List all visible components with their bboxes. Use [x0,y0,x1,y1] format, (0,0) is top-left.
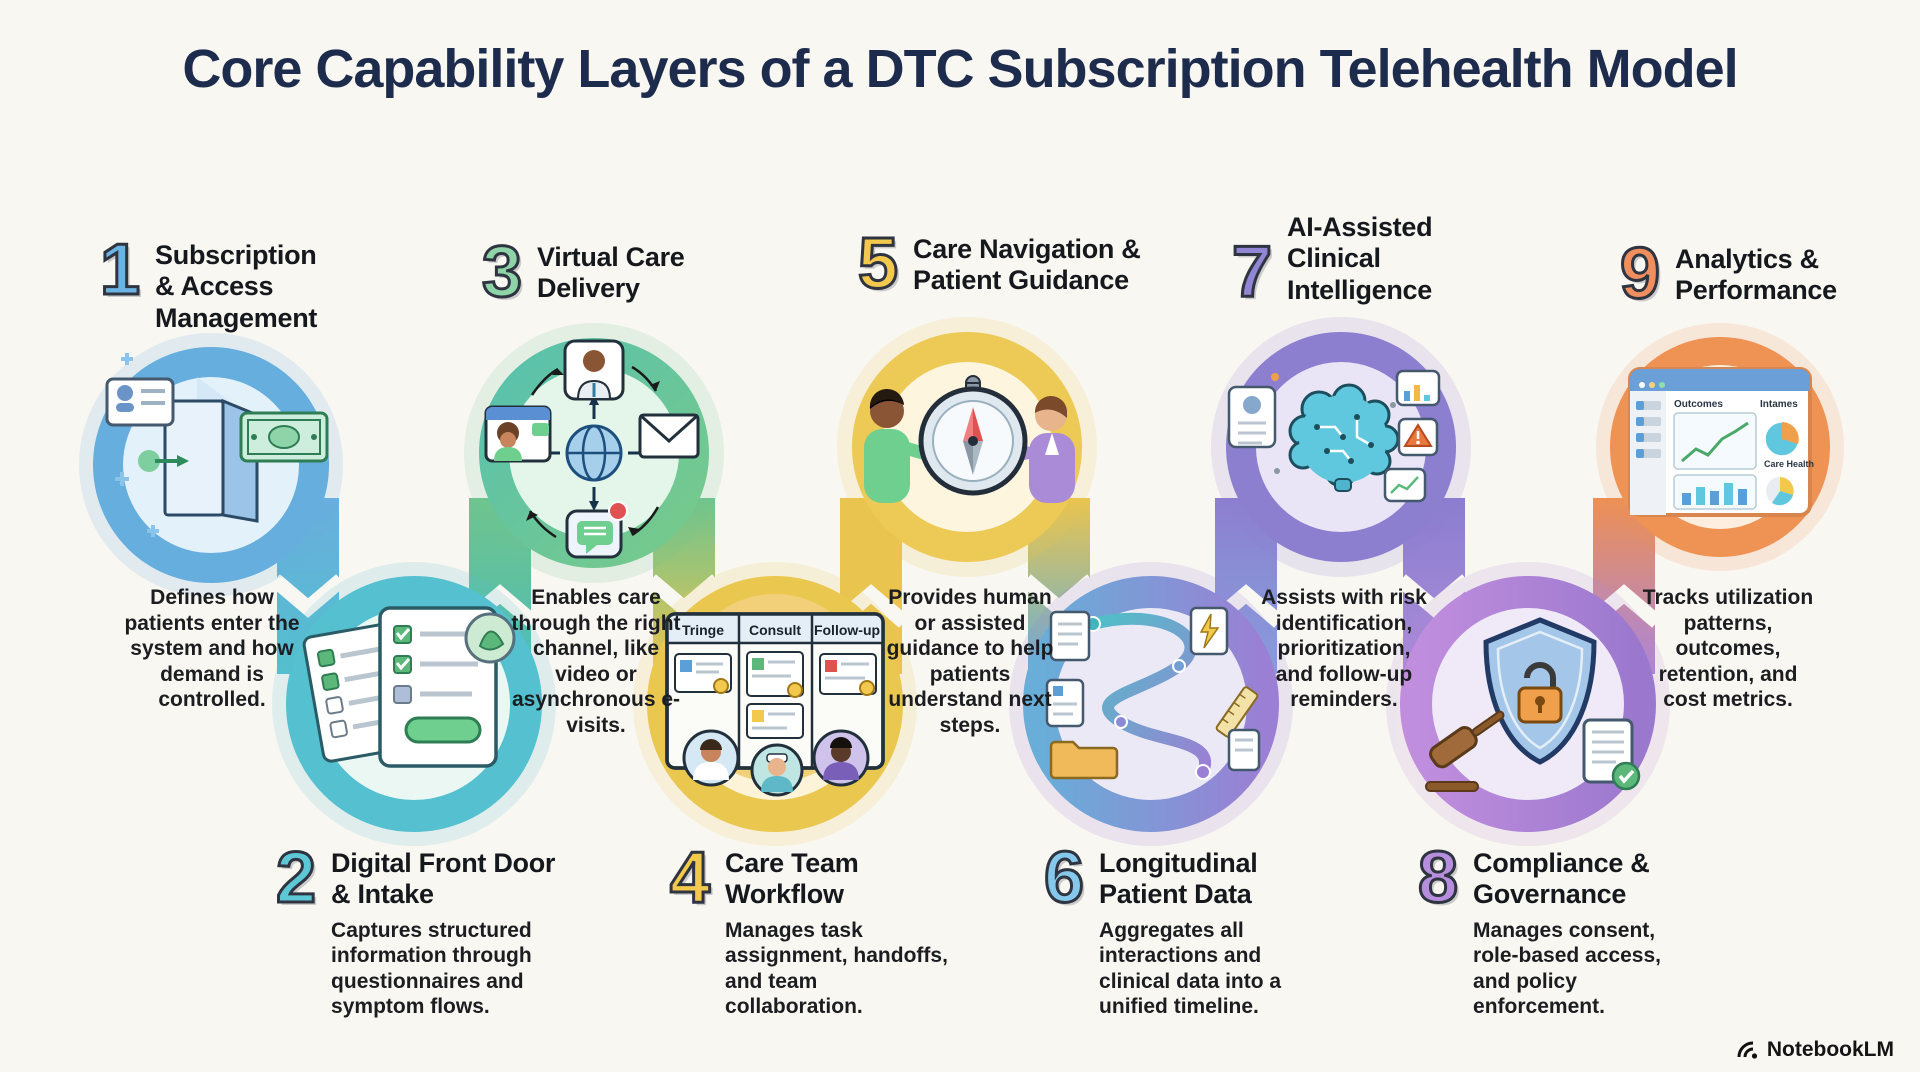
layer-1-number: 1 [98,230,141,310]
layer-6-block: 6 Longitudinal Patient Data Aggregates a… [1042,838,1327,1020]
dashboard-intames-label: Intames [1760,399,1798,410]
layer-8-block: 8 Compliance & Governance Manages consen… [1416,838,1701,1020]
layer-1-title: Subscription & Access Management [155,240,318,333]
layer-9-title: Analytics & Performance [1675,244,1837,306]
layer-5-header: 5 Care Navigation & Patient Guidance [856,224,1141,304]
layer-8-description: Manages consent, role-based access, and … [1473,918,1661,1019]
layer-3-header: 3 Virtual Care Delivery [480,232,685,312]
layer-4-description: Manages task assignment, handoffs, and t… [725,918,948,1019]
analytics-dashboard-icon: Outcomes Intames Care Health [1628,367,1814,517]
layer-5-title: Care Navigation & Patient Guidance [913,234,1141,296]
layer-5-number: 5 [856,224,899,304]
layer-7-title: AI-Assisted Clinical Intelligence [1287,212,1433,305]
layer-9-number: 9 [1618,234,1661,314]
layer-7-number: 7 [1230,232,1273,312]
layer-2-description: Captures structured information through … [331,918,532,1019]
layer-6-description: Aggregates all interactions and clinical… [1099,918,1282,1019]
virtual-care-icon [484,339,700,559]
layer-8-number: 8 [1416,838,1459,918]
layer-3-title: Virtual Care Delivery [537,242,685,304]
layer-3-number: 3 [480,232,523,312]
page-title: Core Capability Layers of a DTC Subscrip… [182,39,1738,99]
compass-guidance-icon [864,375,1075,503]
layer-7-description: Assists with risk identification, priori… [1261,586,1427,712]
layer-3-description: Enables care through the right channel, … [511,586,681,738]
layer-1-description: Defines how patients enter the system an… [124,586,300,712]
layer-5-description: Provides human or assisted guidance to h… [886,586,1054,738]
layer-6-title: Longitudinal Patient Data [1099,848,1258,910]
layer-4-block: 4 Care Team Workflow Manages task assign… [668,838,953,1020]
watermark-label: NotebookLM [1766,1038,1894,1061]
dashboard-outcomes-label: Outcomes [1674,399,1723,410]
data-timeline-icon [1045,606,1261,780]
board-column-3-label: Follow-up [814,622,880,638]
layer-7-header: 7 AI-Assisted Clinical Intelligence [1230,208,1433,312]
door-entry-icon [105,353,329,537]
layer-4-number: 4 [668,838,711,918]
compliance-shield-icon [1425,617,1641,792]
layer-9-header: 9 Analytics & Performance [1618,234,1837,314]
layer-1-header: 1 Subscription & Access Management [98,230,318,334]
layer-6-number: 6 [1042,838,1085,918]
kanban-board-icon: Tringe Consult Follow-up [665,594,885,797]
layer-9-description: Tracks utilization patterns, outcomes, r… [1642,586,1814,712]
layer-2-number: 2 [274,838,317,918]
ai-brain-icon [1227,369,1441,503]
layer-2-title: Digital Front Door & Intake [331,848,556,910]
layer-8-title: Compliance & Governance [1473,848,1650,910]
watermark: NotebookLM [1736,1038,1894,1062]
layer-4-title: Care Team Workflow [725,848,859,910]
notebooklm-icon [1737,1041,1757,1059]
board-column-2-label: Consult [749,622,801,638]
dashboard-care-health-label: Care Health [1764,459,1814,469]
layer-2-block: 2 Digital Front Door & Intake Captures s… [274,838,559,1020]
board-column-1-label: Tringe [682,622,724,638]
intake-forms-icon [302,606,516,768]
